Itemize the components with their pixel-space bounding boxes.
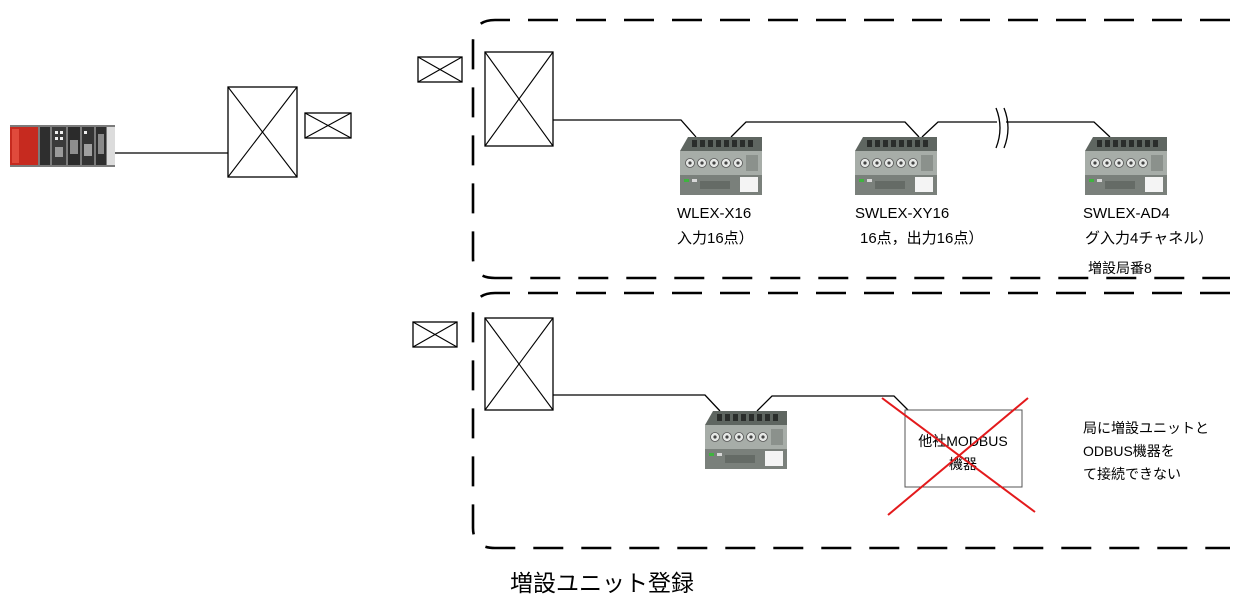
connection-note-line-2: ODBUS機器を — [1083, 443, 1175, 459]
upper-group-frame — [471, 18, 1230, 280]
device-1-spec: 入力16点） — [677, 230, 754, 247]
io-module-icon — [1085, 137, 1167, 196]
crossed-box-icon — [412, 321, 458, 348]
cable-segment — [921, 121, 997, 138]
third-party-device-box: 他社MODBUS 機器 — [904, 409, 1023, 488]
device-2-spec: 16点，出力16点） — [860, 230, 983, 247]
cable-segment — [756, 395, 909, 412]
connection-note-line-3: て接続できない — [1083, 466, 1181, 482]
third-party-device-type: 機器 — [949, 456, 977, 472]
connection-note-line-1: 局に増設ユニットと — [1083, 420, 1209, 436]
plc-rack-icon — [10, 125, 115, 167]
crossed-box-icon — [484, 317, 554, 411]
io-module-icon — [680, 137, 762, 196]
crossed-box-icon — [227, 86, 298, 178]
crossed-box-icon — [484, 51, 554, 147]
device-3-model: SWLEX-AD4 — [1083, 205, 1170, 222]
io-module-icon — [705, 411, 787, 470]
red-cross-icon — [881, 397, 1036, 516]
crossed-box-icon — [417, 56, 463, 83]
crossed-box-icon — [304, 112, 352, 139]
lower-group-frame — [471, 291, 1230, 550]
cable-segment — [553, 119, 697, 138]
third-party-device-name: 他社MODBUS — [918, 433, 1007, 449]
cable-segment — [730, 121, 920, 138]
device-3-spec: グ入力4チャネル） — [1085, 230, 1213, 247]
device-1-model: WLEX-X16 — [677, 205, 751, 222]
cable-segment — [1006, 121, 1111, 138]
diagram-caption: 増設ユニット登録 — [510, 570, 694, 596]
station-number-note: 増設局番8 — [1088, 260, 1152, 276]
cable-segment — [553, 394, 721, 412]
cable-break-icon — [995, 107, 1009, 149]
device-2-model: SWLEX-XY16 — [855, 205, 949, 222]
io-module-icon — [855, 137, 937, 196]
